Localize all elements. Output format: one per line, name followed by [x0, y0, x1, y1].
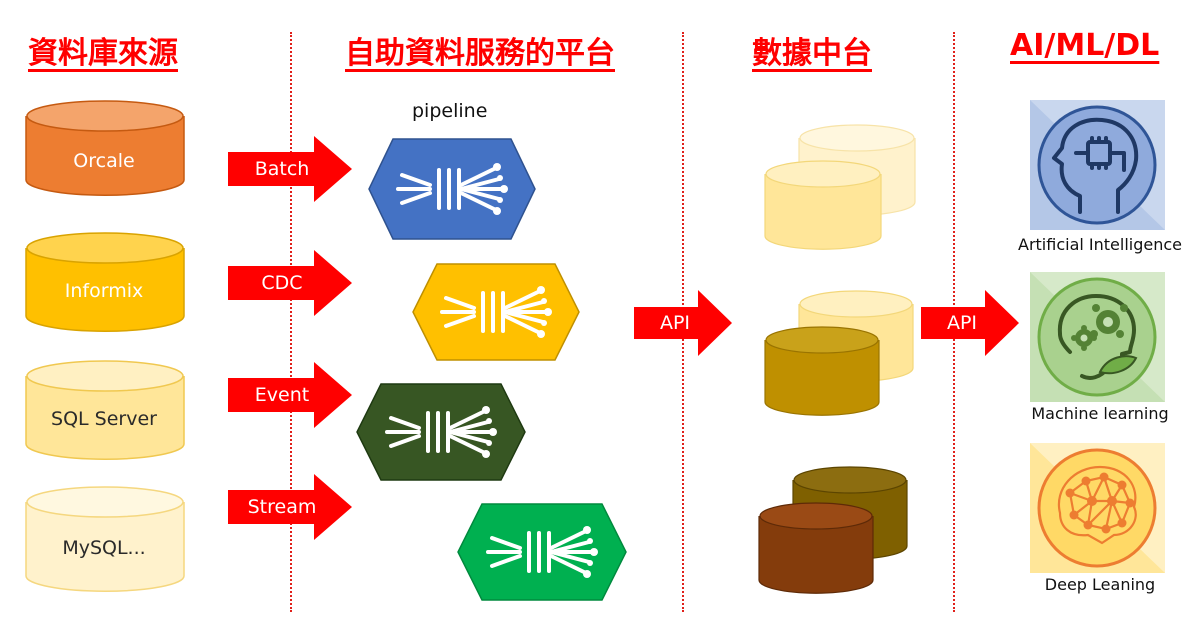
arrow-label-event: Event — [254, 384, 310, 406]
pipeline-node-gold — [412, 263, 580, 361]
source-label-informix: Informix — [64, 280, 144, 302]
kafka-like-node-icon — [396, 166, 505, 212]
dl-label: Deep Leaning — [1044, 575, 1156, 594]
pipeline-label: pipeline — [412, 100, 488, 122]
ml-label: Machine learning — [1031, 404, 1169, 423]
source-label-oracle: Orcale — [73, 150, 135, 172]
kafka-like-node-icon — [486, 529, 595, 575]
pipeline-node-blue — [368, 138, 536, 240]
source-db-informix — [25, 232, 185, 332]
pipeline-node-darkgreen — [356, 383, 526, 481]
arrow-label-batch: Batch — [254, 158, 310, 180]
arrow-label-api-2: API — [946, 312, 978, 334]
header-sources: 資料庫來源 — [28, 36, 178, 71]
header-ai: AI/ML/DL — [1010, 28, 1160, 63]
kafka-like-node-icon — [385, 409, 494, 455]
arrow-label-stream: Stream — [247, 496, 317, 518]
arrow-api-1 — [634, 290, 732, 356]
arrow-event — [228, 362, 352, 428]
source-db-sqlserver — [25, 360, 185, 460]
arrow-cdc — [228, 250, 352, 316]
arrow-batch — [228, 136, 352, 202]
header-datahub: 數據中台 — [752, 36, 872, 71]
source-db-mysql — [25, 486, 185, 592]
separator-1 — [290, 32, 292, 612]
arrow-api-2 — [921, 290, 1019, 356]
kafka-like-node-icon — [440, 289, 549, 335]
datahub-db-1-front — [764, 160, 882, 250]
source-db-oracle — [25, 100, 185, 196]
panel-dl — [1030, 443, 1165, 573]
panel-ai — [1030, 100, 1165, 230]
arrow-stream — [228, 474, 352, 540]
header-platform: 自助資料服務的平台 — [345, 36, 615, 71]
pipeline-node-green — [457, 503, 627, 601]
datahub-db-2-front — [764, 326, 880, 416]
head-with-chip-icon — [1052, 117, 1139, 214]
datahub-db-3-front — [758, 502, 874, 594]
ai-label: Artificial Intelligence — [1018, 235, 1182, 254]
source-label-sqlserver: SQL Server — [51, 408, 157, 430]
panel-ml — [1030, 272, 1165, 402]
arrow-label-api-1: API — [659, 312, 691, 334]
source-label-mysql: MySQL... — [62, 537, 146, 559]
arrow-label-cdc: CDC — [261, 272, 303, 294]
